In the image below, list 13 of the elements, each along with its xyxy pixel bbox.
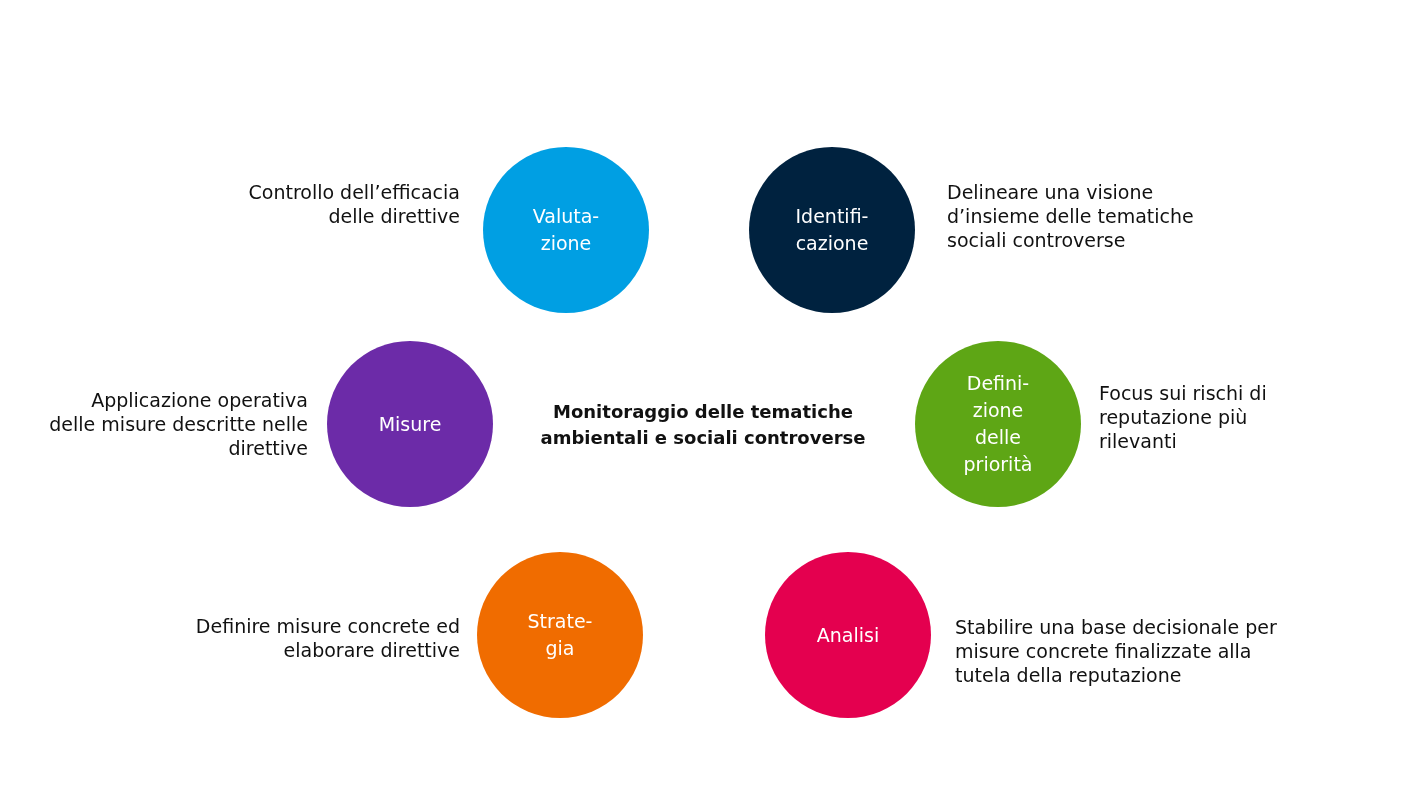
step-label: Defini- zione delle priorità <box>962 371 1034 477</box>
step-label: Strate- gia <box>526 609 594 661</box>
description-text: Focus sui rischi di reputazione più rilevanti <box>1099 381 1268 453</box>
step-label: Analisi <box>815 622 881 648</box>
description-text: Controllo dell’efficacia delle direttive <box>247 180 460 228</box>
step-label: Identifi- cazione <box>794 204 870 256</box>
description-text: Definire misure concrete ed elaborare direttive <box>194 614 460 662</box>
description-text: Applicazione operativa delle misure descritte nelle direttive <box>48 388 308 460</box>
step-label: Misure <box>377 411 443 437</box>
center-heading: Monitoraggio delle tematiche ambientali e sociali controverse <box>539 400 867 450</box>
step-label: Valuta- zione <box>531 204 601 256</box>
description-text: Delineare una visione d’insieme delle tematiche sociali controverse <box>947 180 1195 252</box>
description-text: Stabilire una base decisionale per misure concrete finalizzate alla tutela della reputazione <box>955 615 1278 687</box>
